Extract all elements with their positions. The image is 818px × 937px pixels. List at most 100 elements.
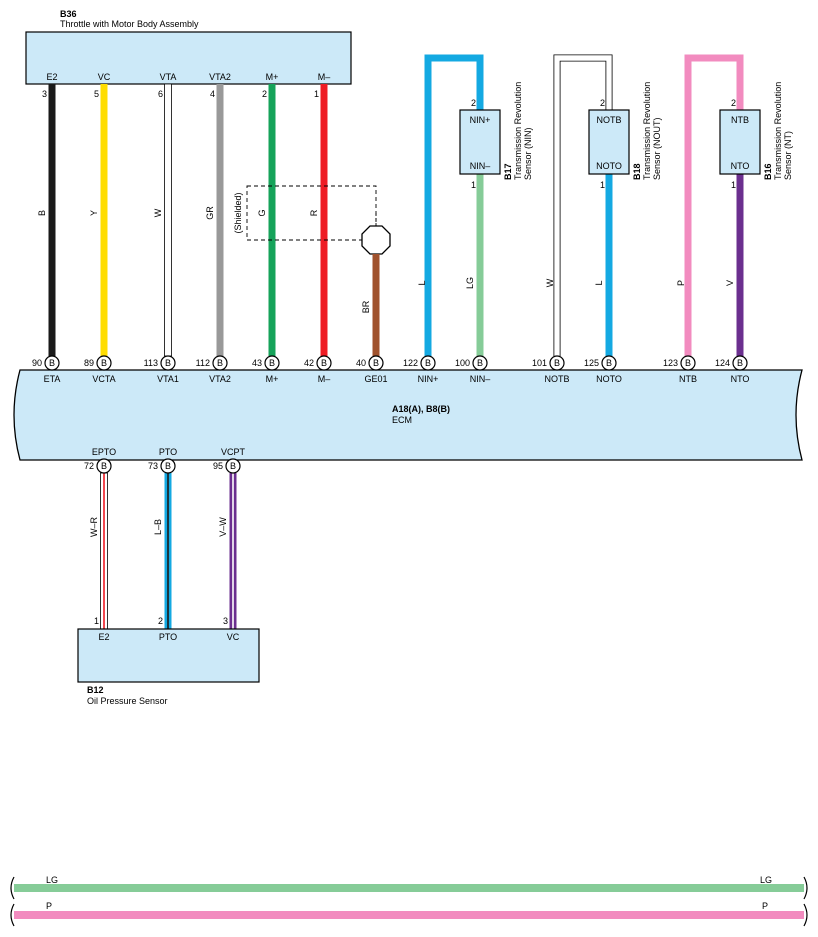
ecm-terminal-name: M– [318,374,331,384]
ecm-terminal-marker [264,355,280,371]
oil-sensor-id: B12 [87,685,104,695]
ecm-terminal-name: VTA2 [209,374,231,384]
wire-l-b-stripe [167,473,169,629]
sensor-b16-name-1: Transmission Revolution [773,82,783,180]
legend-break-left [10,876,15,900]
ecm-name: ECM [392,415,412,425]
ecm-terminal-name: ETA [44,374,61,384]
wire-color-gr: GR [205,206,215,220]
ecm-terminal-conn: B [101,461,107,471]
ecm-terminal-conn: B [101,358,107,368]
wire-color-v-w: V–W [218,517,228,537]
b17-top-num: 2 [471,98,476,108]
wire-b18-w [554,55,612,356]
ecm-top-terminal-1: B 89 VCTA [84,355,116,384]
ecm-box [13,369,803,461]
b16-top-num: 2 [731,98,736,108]
ecm-bottom-terminal-name-0: EPTO [92,447,116,457]
sensor-b17-id: B17 [503,163,513,180]
wire-gr [216,84,224,356]
b18-bottom-num: 1 [600,180,605,190]
oil-sensor-name: Oil Pressure Sensor [87,696,168,706]
ecm-terminal-num: 72 [84,461,94,471]
ecm-top-terminal-0: B 90 ETA [32,355,61,384]
legend-p: P P [10,901,808,927]
ecm-terminal-marker [472,355,488,371]
ecm-terminal-marker [549,355,565,371]
shield-ground-symbol [361,225,391,255]
ecm-terminal-name: VTA1 [157,374,179,384]
throttle-pin-number-0: 3 [42,89,47,99]
oil-pin-number-0: 1 [94,616,99,626]
ecm-terminal-marker [96,355,112,371]
b18-top-pin: NOTB [596,115,621,125]
legend-p-label-right: P [762,901,768,911]
ecm-top-terminal-4: B 43 M+ [252,355,280,384]
throttle-pin-label-4: M+ [266,72,279,82]
b16-bottom-pin: NTO [731,161,750,171]
ecm-terminal-marker [732,355,748,371]
ecm-terminal-num: 123 [663,358,678,368]
b18-wire-bottom-color: L [594,280,604,285]
throttle-wires [48,83,328,357]
ecm-terminal-name: GE01 [364,374,387,384]
ecm-bottom-terminal-0: B 72 [84,458,112,474]
ecm-terminal-num: 122 [403,358,418,368]
b17-bottom-num: 1 [471,180,476,190]
sensor-b17-box [459,109,501,175]
ecm-terminal-conn: B [321,358,327,368]
ecm-bottom-terminal-name-1: PTO [159,447,177,457]
ecm-terminal-marker [316,355,332,371]
ecm-terminal-num: 113 [144,358,158,368]
ecm-terminal-num: 42 [304,358,314,368]
b16-wire-top-color: P [676,280,686,286]
oil-pin-number-2: 3 [223,616,228,626]
ecm-top-terminal-10: B 125 NOTO [584,355,622,384]
legend-lg-label-left: LG [46,875,58,885]
ecm-terminal-marker [96,458,112,474]
wire-w [164,83,172,357]
ecm-terminal-marker [420,355,436,371]
oil-sensor-box [77,628,260,683]
throttle-pin-number-5: 1 [314,89,319,99]
ecm-terminal-conn: B [217,358,223,368]
b18-wire-top-color: W [545,278,555,287]
ecm-bottom-terminal-1: B 73 [148,458,176,474]
legend-p-label-left: P [46,901,52,911]
ecm-terminal-name: M+ [266,374,279,384]
wire-b17-lg [476,174,484,356]
wire-b18-l [605,174,613,356]
wire-b17-l [424,54,484,356]
throttle-pin-number-3: 4 [210,89,215,99]
throttle-pin-label-5: M– [318,72,331,82]
ecm-top-terminal-2: B 113 VTA1 [144,355,179,384]
wire-y [100,84,108,356]
wire-g [268,84,276,356]
ecm-terminal-num: 73 [148,461,158,471]
wire-b16-p [684,54,744,356]
ecm-bottom-terminal-2: B 95 [213,458,241,474]
wire-color-r: R [309,209,319,216]
b17-wire-top-color: L [417,280,427,285]
throttle-pin-label-2: VTA [160,72,177,82]
ecm-terminal-marker [44,355,60,371]
b16-bottom-num: 1 [731,180,736,190]
legend-lg-bar [14,884,804,892]
sensor-b16-box [719,109,761,175]
sensor-b16-id: B16 [763,163,773,180]
ecm-terminal-conn: B [425,358,431,368]
ecm-terminal-num: 101 [532,358,547,368]
ecm-terminal-num: 89 [84,358,94,368]
ecm-terminal-num: 125 [584,358,599,368]
ecm-terminal-num: 90 [32,358,42,368]
sensor-b18-box [588,109,630,175]
wire-color-br: BR [361,300,371,313]
wire-color-w-r: W–R [89,517,99,538]
wire-b16-v [736,174,744,356]
ecm-terminal-marker [160,458,176,474]
throttle-body-box [25,31,352,85]
sensor-b17-name-2: Sensor (NIN) [523,127,533,180]
wire-color-l-b: L–B [153,519,163,535]
ecm-terminal-num: 112 [196,358,210,368]
